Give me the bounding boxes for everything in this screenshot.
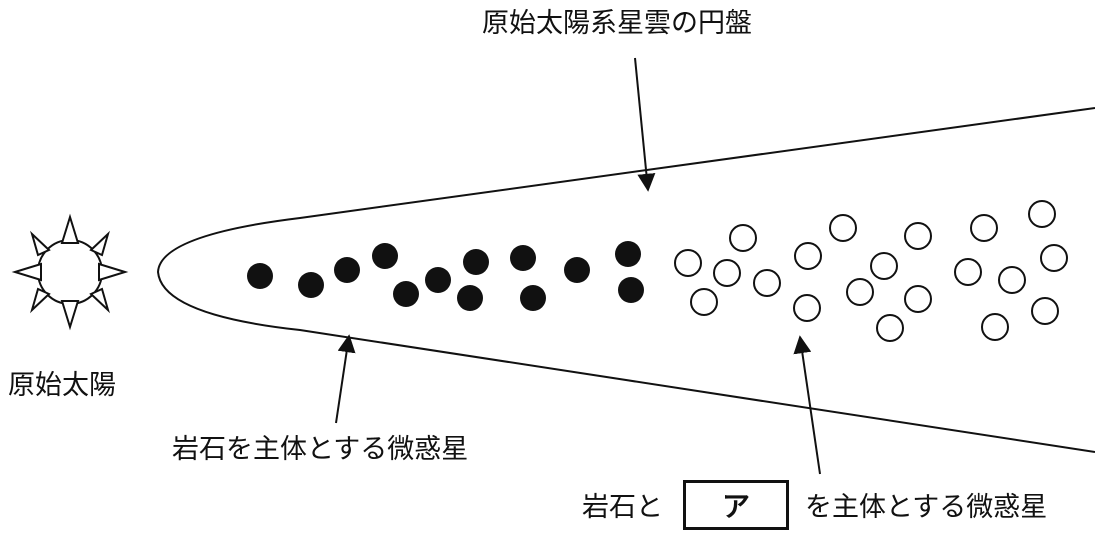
- icy-planetesimal: [998, 266, 1026, 294]
- rocky-planetesimals-label: 岩石を主体とする微惑星: [172, 434, 469, 465]
- blank-answer-box: ア: [683, 480, 789, 530]
- rocky-planetesimal: [564, 257, 590, 283]
- proto-sun-icon: [11, 213, 129, 331]
- rocky-planetesimal: [463, 249, 489, 275]
- rocky-planetesimal: [425, 267, 451, 293]
- rocky-planetesimal: [618, 277, 644, 303]
- icy-planetesimal: [1028, 200, 1056, 228]
- rocky-arrow: [335, 334, 356, 424]
- rocky-planetesimal: [457, 285, 483, 311]
- icy-planetesimal: [753, 269, 781, 297]
- mixed-arrow: [793, 335, 821, 475]
- icy-planetesimal: [1040, 244, 1068, 272]
- sun-label: 原始太陽: [8, 370, 116, 401]
- icy-planetesimal: [981, 313, 1009, 341]
- rocky-planetesimal: [334, 257, 360, 283]
- rocky-planetesimal: [247, 263, 273, 289]
- icy-planetesimals: [674, 200, 1068, 342]
- icy-planetesimal: [793, 294, 821, 322]
- icy-planetesimal: [870, 252, 898, 280]
- rocky-planetesimal: [615, 241, 641, 267]
- icy-planetesimal: [970, 214, 998, 242]
- disk-label: 原始太陽系星雲の円盤: [482, 8, 752, 39]
- disk-arrow: [634, 57, 656, 192]
- rocky-planetesimals: [247, 241, 644, 311]
- rocky-planetesimal: [393, 281, 419, 307]
- icy-planetesimal: [876, 314, 904, 342]
- icy-planetesimal: [904, 285, 932, 313]
- icy-planetesimal: [846, 278, 874, 306]
- mixed-planetesimals-label-suffix: を主体とする微惑星: [805, 492, 1048, 523]
- icy-planetesimal: [690, 288, 718, 316]
- icy-planetesimal: [674, 249, 702, 277]
- icy-planetesimal: [713, 259, 741, 287]
- icy-planetesimal: [729, 224, 757, 252]
- nebula-disk-outline: [156, 107, 1095, 453]
- rocky-planetesimal: [510, 245, 536, 271]
- icy-planetesimal: [1031, 297, 1059, 325]
- icy-planetesimal: [954, 258, 982, 286]
- icy-planetesimal: [829, 214, 857, 242]
- rocky-planetesimal: [520, 285, 546, 311]
- rocky-planetesimal: [298, 272, 324, 298]
- icy-planetesimal: [794, 242, 822, 270]
- mixed-planetesimals-label-prefix: 岩石と: [582, 492, 663, 523]
- blank-answer-label: ア: [721, 490, 750, 523]
- icy-planetesimal: [904, 222, 932, 250]
- rocky-planetesimal: [372, 243, 398, 269]
